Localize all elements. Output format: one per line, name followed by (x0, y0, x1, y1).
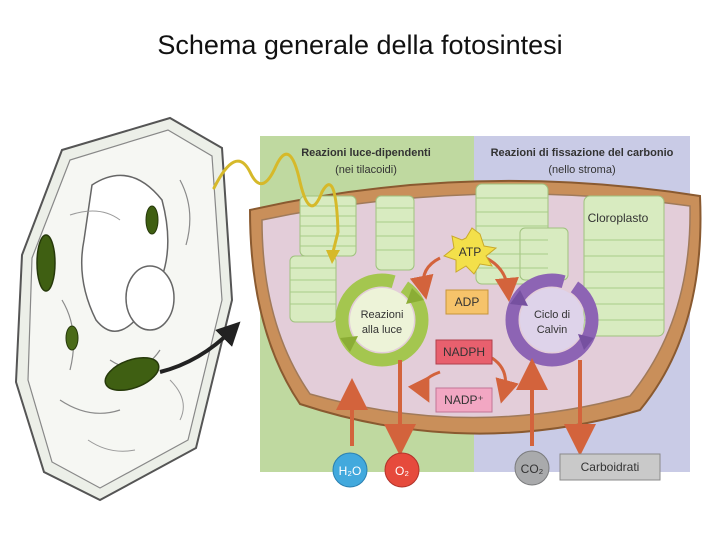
nadph-arrow-right (491, 356, 519, 404)
co2-circle (514, 450, 550, 486)
calvin-label-line1: Ciclo di (534, 309, 570, 321)
atp-star (442, 227, 498, 275)
plant-cell-illustration (14, 116, 241, 502)
o2-label: O₂ (395, 464, 409, 478)
slide-title: Schema generale della fotosintesi (157, 30, 563, 60)
chloroplast-shape (36, 234, 56, 292)
co2-label: CO₂ (521, 462, 544, 476)
light-panel-title: Reazioni luce-dipendenti (301, 147, 431, 159)
calvin-label-line2: Calvin (537, 324, 568, 336)
nadph-arrow-left (407, 370, 441, 403)
calvin-cycle (505, 273, 599, 367)
atp-adp-arrow-right (485, 256, 519, 302)
chloroplast-shape (104, 356, 160, 392)
h2o-circle (332, 452, 368, 488)
carbs-label: Carboidrati (581, 460, 640, 474)
nadp-label: NADP⁺ (444, 393, 484, 407)
chloroplast-shape (65, 325, 79, 351)
o2-circle (384, 452, 420, 488)
nadph-label: NADPH (443, 345, 485, 359)
chloroplast-shape (145, 205, 159, 235)
nadph-box (435, 339, 493, 365)
light-reactions-label-line2: alla luce (362, 324, 402, 336)
light-reactions-label-line1: Reazioni (361, 309, 404, 321)
carbs-box (559, 453, 661, 481)
sunlight-wave (212, 152, 340, 258)
zoom-arrow (159, 321, 241, 374)
adp-box (445, 289, 489, 315)
atp-label: ATP (459, 245, 481, 259)
nucleus-shape (125, 265, 175, 331)
light-panel-subtitle: (nei tilacoidi) (335, 164, 397, 176)
atp-adp-arrow-left (409, 256, 441, 300)
light-reactions-cycle (335, 273, 429, 367)
adp-label: ADP (455, 295, 480, 309)
nadp-box (435, 387, 493, 413)
sunlight-arrowhead (326, 250, 340, 264)
h2o-label: H₂O (339, 464, 362, 478)
dark-panel-title: Reazioni di fissazione del carbonio (491, 147, 674, 159)
dark-panel-subtitle: (nello stroma) (548, 164, 615, 176)
chloroplast-label: Cloroplasto (588, 211, 649, 225)
